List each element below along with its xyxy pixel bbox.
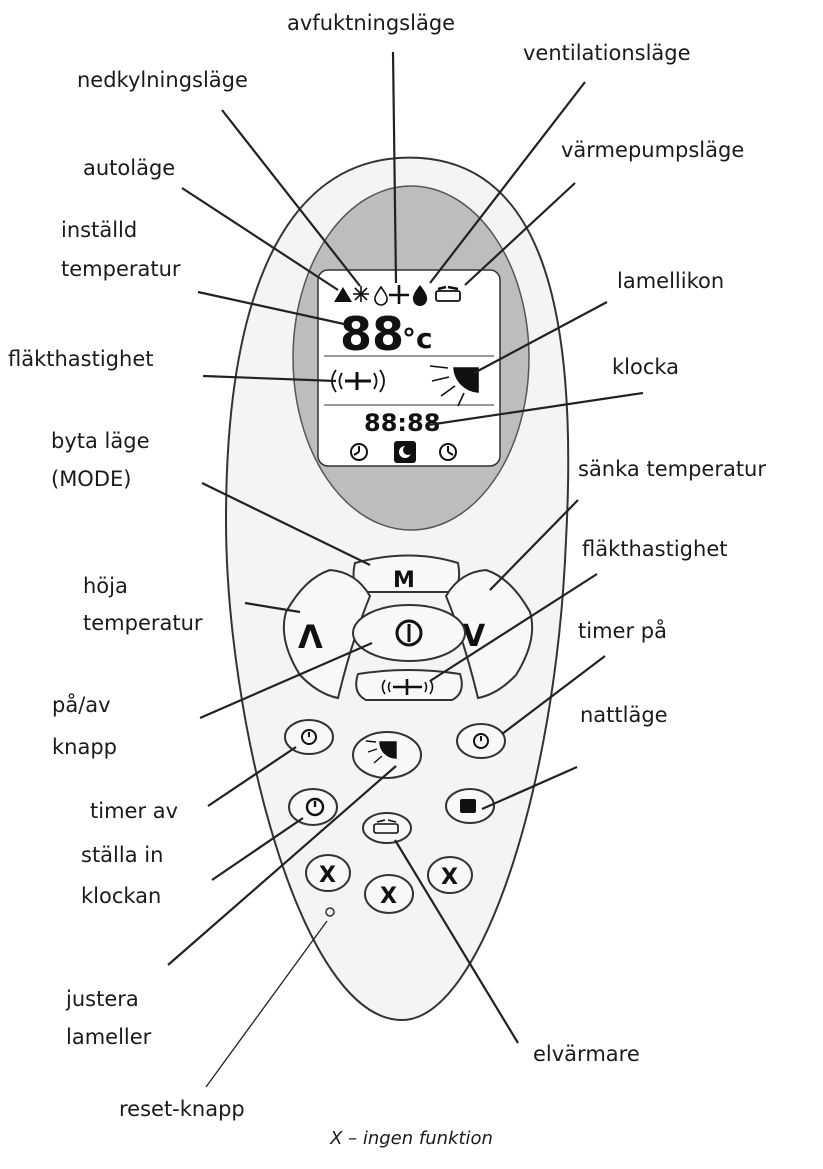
label-flakthastighet-button: fläkthastighet (582, 534, 727, 564)
label-stalla-in-klockan-1: ställa in (81, 840, 163, 870)
x-button-center-label: X (380, 884, 397, 909)
label-nattlage: nattläge (580, 700, 668, 730)
label-timer-pa: timer på (578, 616, 667, 646)
label-timer-av: timer av (90, 796, 178, 826)
label-justera-lameller-1: justera (66, 984, 139, 1014)
label-byta-lage-1: byta läge (51, 426, 150, 456)
label-varmepumpslage: värmepumpsläge (561, 135, 744, 165)
label-flakthastighet-display: fläkthastighet (8, 344, 153, 374)
label-stalla-in-klockan-2: klockan (81, 881, 161, 911)
label-hoja-temperatur-2: temperatur (83, 608, 203, 638)
label-byta-lage-2: (MODE) (51, 464, 131, 494)
label-ventilationslage: ventilationsläge (523, 38, 691, 68)
x-button-right-label: X (441, 865, 458, 890)
label-elvarmare: elvärmare (533, 1039, 640, 1069)
footnote: X – ingen funktion (0, 1128, 823, 1149)
night-mode-button-icon (460, 799, 476, 813)
electric-heater-button[interactable] (363, 813, 411, 843)
label-reset-knapp: reset-knapp (119, 1094, 245, 1124)
label-autolage: autoläge (83, 153, 175, 183)
temp-up-label: Λ (298, 618, 323, 656)
label-installd-temperatur-2: temperatur (61, 254, 181, 284)
temperature-digits: 88 (340, 307, 404, 361)
leader-reset-knapp (206, 921, 327, 1087)
x-button-left-label: X (319, 863, 336, 888)
label-pa-av-knapp-2: knapp (52, 732, 117, 762)
label-installd-temperatur-1: inställd (61, 215, 137, 245)
fan-speed-button[interactable] (356, 670, 462, 700)
label-justera-lameller-2: lameller (66, 1022, 151, 1052)
clock-set-button[interactable] (289, 789, 337, 825)
label-nedkylningslage: nedkylningsläge (77, 65, 248, 95)
label-hoja-temperatur-1: höja (83, 571, 128, 601)
temperature-unit: °c (402, 322, 433, 355)
mode-button-label: M (393, 568, 415, 593)
display-clock-digits: 88:88 (364, 409, 440, 437)
display-night-icon (394, 441, 416, 463)
label-avfuktningslage: avfuktningsläge (287, 8, 455, 38)
label-pa-av-knapp-1: på/av (52, 690, 111, 720)
label-sanka-temperatur: sänka temperatur (578, 454, 766, 484)
cooling-mode-icon (353, 286, 369, 302)
label-lamellikon: lamellikon (617, 266, 724, 296)
label-klocka: klocka (612, 352, 679, 382)
